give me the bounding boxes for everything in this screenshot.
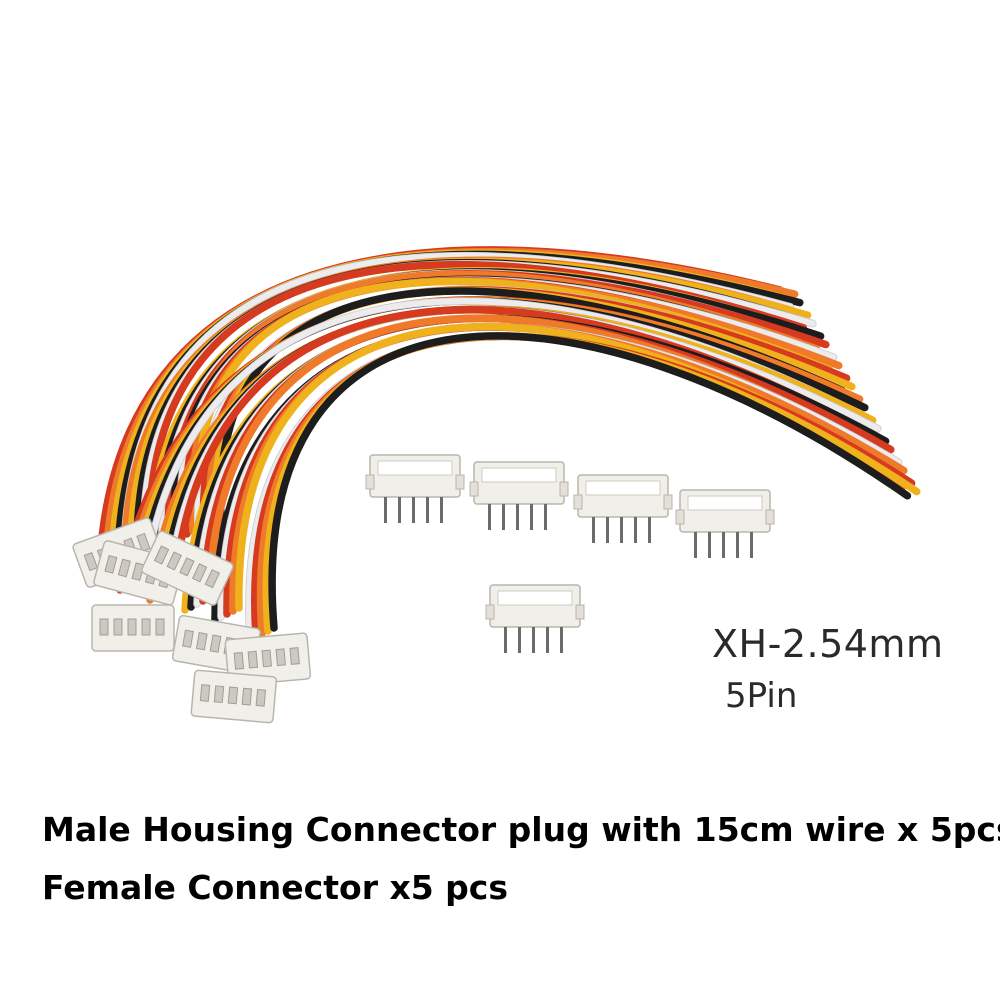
connector-tab (765, 509, 775, 525)
plug-housing (190, 669, 278, 724)
contact-slot (255, 688, 267, 707)
contact-slot (117, 558, 131, 578)
connector-pin (544, 504, 547, 530)
female-connector (485, 584, 585, 653)
contact-slot (127, 618, 137, 636)
connector-pin (750, 532, 753, 558)
contact-slot (247, 650, 259, 669)
wire-bundle (96, 246, 921, 644)
plug-housing (224, 632, 312, 687)
contact-slot (261, 649, 272, 668)
connector-lip (377, 460, 453, 476)
connector-pin (592, 517, 595, 543)
connector-tab (469, 481, 479, 497)
connector-tab (575, 604, 585, 620)
connector-pin (398, 497, 401, 523)
female-connector (365, 454, 465, 523)
connector-pin (560, 627, 563, 653)
contact-slot (104, 554, 118, 574)
female-connector (469, 461, 569, 530)
connector-pin (620, 517, 623, 543)
connector-tab (675, 509, 685, 525)
connector-pin (736, 532, 739, 558)
connector-lip (687, 495, 763, 511)
contact-slot (209, 634, 222, 653)
connector-tab (485, 604, 495, 620)
contact-slot (233, 652, 245, 670)
contact-slot (275, 648, 286, 667)
contact-slot (199, 684, 211, 702)
connector-pin (516, 504, 519, 530)
female-connector (573, 474, 673, 543)
contact-slot (166, 551, 182, 571)
plug-housings (72, 517, 312, 724)
female-connector (675, 489, 775, 558)
connector-pin (426, 497, 429, 523)
contact-slot (83, 552, 98, 572)
contact-slot (213, 685, 225, 704)
connector-tab (365, 474, 375, 490)
connector-pin (384, 497, 387, 523)
contact-slot (155, 618, 165, 636)
connector-pin (634, 517, 637, 543)
contact-slot (195, 632, 208, 651)
connector-tab (559, 481, 569, 497)
connector-pin (504, 627, 507, 653)
contact-slot (136, 532, 151, 552)
connector-pin (546, 627, 549, 653)
wire (269, 332, 911, 631)
contact-slot (241, 687, 253, 706)
connector-lip (481, 467, 557, 483)
contact-slot (182, 629, 194, 648)
connector-lip (585, 480, 661, 496)
contact-slot (141, 618, 151, 636)
connector-lip (497, 590, 573, 606)
connector-tab (455, 474, 465, 490)
caption-female-connector: Female Connector x5 pcs (42, 868, 509, 907)
connector-pin (648, 517, 651, 543)
spec-size-label: XH-2.54mm (712, 622, 944, 666)
plug-housing (91, 604, 175, 652)
contact-slot (99, 618, 109, 636)
connector-pin (440, 497, 443, 523)
contact-slot (179, 557, 195, 577)
connector-pin (606, 517, 609, 543)
connector-tab (573, 494, 583, 510)
contact-slot (113, 618, 123, 636)
caption-male-housing: Male Housing Connector plug with 15cm wi… (42, 810, 1000, 849)
plug-housing (141, 530, 234, 606)
contact-slot (289, 647, 300, 665)
connector-pin (722, 532, 725, 558)
contact-slot (131, 562, 145, 581)
product-photo (72, 246, 921, 724)
connector-pin (518, 627, 521, 653)
loose-female-connectors (365, 454, 775, 653)
connector-pin (694, 532, 697, 558)
spec-pin-count-label: 5Pin (725, 676, 798, 716)
contact-slot (204, 569, 221, 589)
contact-slot (227, 686, 239, 705)
connector-pin (488, 504, 491, 530)
connector-pin (532, 627, 535, 653)
contact-slot (153, 545, 170, 565)
connector-pin (502, 504, 505, 530)
connector-pin (530, 504, 533, 530)
connector-pin (412, 497, 415, 523)
contact-slot (191, 563, 208, 583)
connector-pin (708, 532, 711, 558)
connector-tab (663, 494, 673, 510)
